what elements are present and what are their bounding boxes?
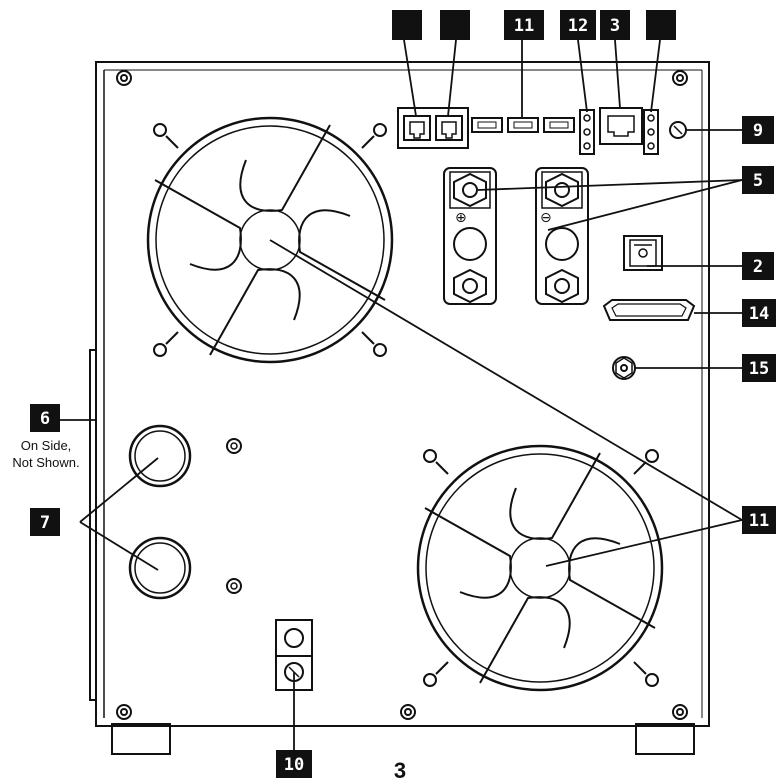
page-number: 3 (394, 758, 406, 783)
callout-15: 15 (742, 354, 776, 382)
fan-guard-outer (416, 444, 664, 692)
leader-lines (60, 39, 743, 750)
fan-lower (416, 444, 664, 692)
callout-top-blank-2 (440, 10, 470, 40)
ground-lug (275, 619, 313, 691)
callout-top-blank-1 (392, 10, 422, 40)
callout-10: 10 (276, 750, 312, 778)
svg-text:11: 11 (749, 511, 769, 531)
left-inputs (128, 424, 242, 600)
svg-text:6: 6 (40, 409, 50, 429)
fan-guard-inner (425, 453, 655, 683)
corner-screws (116, 70, 688, 720)
svg-text:14: 14 (749, 304, 769, 324)
side-note-line-1: On Side, (21, 438, 72, 453)
svg-text:10: 10 (284, 755, 304, 775)
svg-text:3: 3 (610, 16, 620, 36)
callout-6: 6 (30, 404, 60, 432)
callout-2: 2 (742, 252, 774, 280)
callout-top-blank-3 (646, 10, 676, 40)
side-panel-bracket (89, 349, 96, 701)
callout-11-right: 11 (742, 506, 776, 534)
cabinet-outline (95, 61, 710, 727)
callout-labels: 11 12 3 9 5 2 14 (12, 10, 776, 783)
fan-blades-icon (424, 452, 656, 684)
top-connectors (397, 107, 687, 155)
cabinet (89, 61, 710, 755)
svg-text:12: 12 (568, 16, 588, 36)
fan-blades-icon (154, 124, 386, 356)
right-side-components (602, 235, 696, 380)
fan-guard-outer (146, 116, 394, 364)
fan-mount-screws (423, 449, 659, 687)
svg-text:11: 11 (514, 16, 534, 36)
svg-text:7: 7 (40, 513, 50, 533)
svg-text:⊖: ⊖ (540, 210, 552, 226)
callout-top-3: 3 (600, 10, 630, 40)
foot-left (111, 723, 171, 755)
callout-7: 7 (30, 508, 60, 536)
callout-top-12: 12 (560, 10, 596, 40)
svg-text:9: 9 (753, 121, 763, 141)
side-note-line-2: Not Shown. (12, 455, 79, 470)
callout-9: 9 (742, 116, 774, 144)
callout-5: 5 (742, 166, 774, 194)
callout-14: 14 (742, 299, 776, 327)
svg-text:5: 5 (753, 171, 763, 191)
fan-upper (146, 116, 394, 364)
svg-text:2: 2 (753, 257, 763, 277)
fan-guard-inner (155, 125, 385, 355)
svg-text:15: 15 (749, 359, 769, 379)
fan-mount-screws (153, 123, 387, 357)
callout-top-11: 11 (504, 10, 544, 40)
foot-right (635, 723, 695, 755)
svg-text:⊕: ⊕ (455, 210, 467, 226)
